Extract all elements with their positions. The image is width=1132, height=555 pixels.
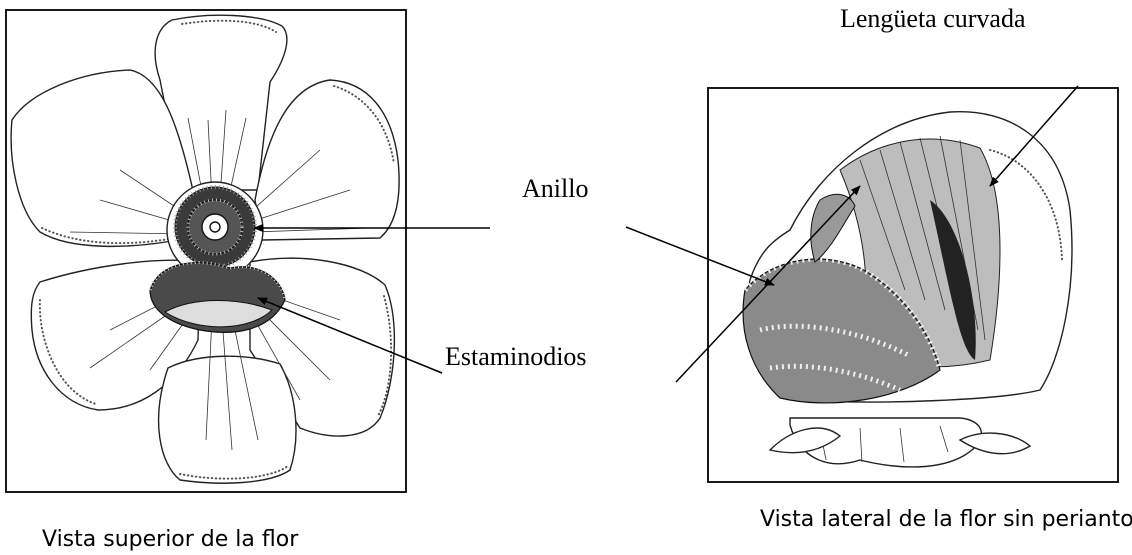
label-curved-tongue: Lengüeta curvada xyxy=(840,4,1026,33)
label-ring: Anillo xyxy=(522,174,588,203)
top-view-illustration xyxy=(6,10,490,492)
caption-side-view: Vista lateral de la flor sin perianto xyxy=(760,507,1132,532)
label-staminodes: Estaminodios xyxy=(445,342,587,371)
caption-top-view: Vista superior de la flor xyxy=(42,527,299,552)
receptacle-sepals xyxy=(770,418,1030,467)
ring-side-pointer-arrow xyxy=(626,227,774,285)
side-view-illustration xyxy=(626,86,1118,482)
